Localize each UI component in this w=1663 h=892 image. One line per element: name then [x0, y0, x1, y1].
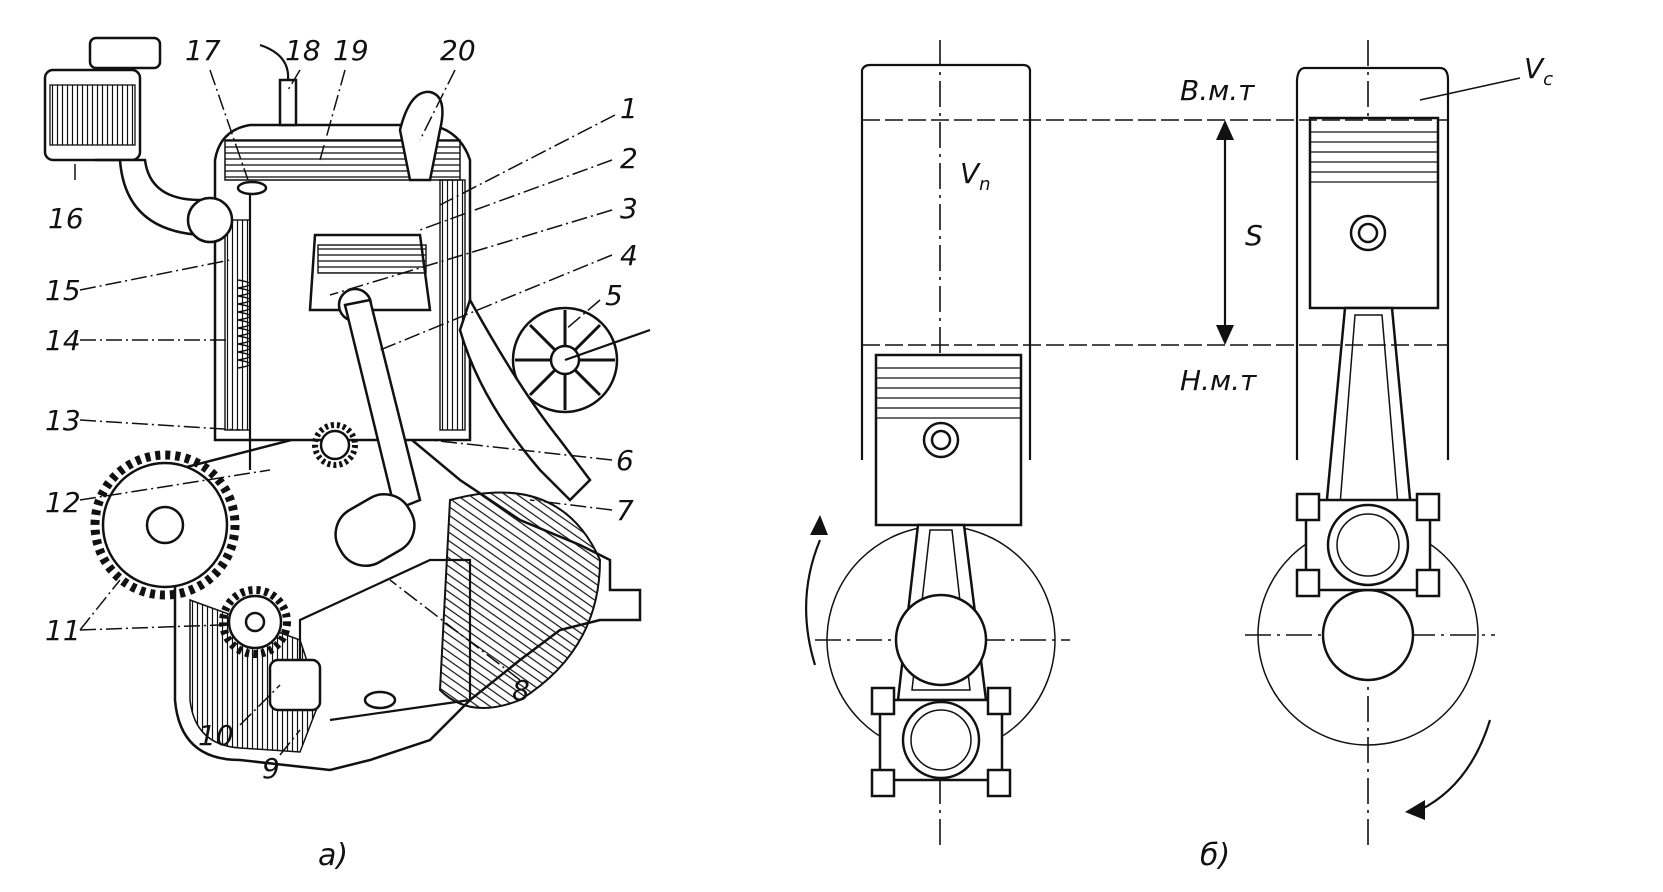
callout-3: 3: [620, 192, 638, 225]
left-rotation-arc: [805, 539, 822, 666]
oil-line: [298, 558, 472, 722]
right-big-end-bore: [1326, 503, 1410, 587]
cam-gear: [319, 429, 351, 461]
spark-plug: [278, 78, 298, 127]
callout-5: 5: [605, 279, 623, 312]
cylinder-wall-right: [439, 179, 466, 431]
leader-lines: [74, 69, 616, 756]
fan-shaft: [564, 328, 651, 362]
piston-rings: [317, 244, 427, 274]
callout-17: 17: [185, 34, 221, 67]
cam-gear-teeth: [312, 422, 358, 468]
crankcase-shading: [189, 598, 321, 753]
right-piston: [1308, 116, 1440, 310]
callout-20: 20: [440, 34, 476, 67]
tdc-label: В.м.т: [1180, 74, 1255, 107]
cylinder-wall-left: [224, 219, 251, 431]
left-big-end-bore: [901, 700, 981, 780]
fan-support-arm: [458, 296, 592, 502]
callout-16: 16: [48, 202, 84, 235]
connecting-rod: [343, 298, 422, 512]
callout-12: 12: [45, 486, 81, 519]
panel-a-caption: а): [318, 838, 348, 873]
stroke-arrow-top: [1216, 120, 1234, 140]
panel-b-caption: б): [1200, 838, 1230, 873]
right-rotation-arc: [1419, 719, 1492, 811]
callout-7: 7: [616, 494, 634, 527]
valve-spring: [237, 279, 251, 369]
callout-18: 18: [285, 34, 321, 67]
right-bolt-bl: [1295, 568, 1321, 598]
left-bolt-bl: [870, 768, 896, 798]
combustion-volume-symbol: V: [1524, 52, 1545, 85]
left-bolt-br: [986, 768, 1012, 798]
swept-volume-subscript: n: [979, 174, 990, 195]
callout-8: 8: [512, 674, 530, 707]
right-bolt-tl: [1295, 492, 1321, 522]
stroke-label: S: [1245, 219, 1263, 252]
right-rotation-arrowhead: [1405, 800, 1425, 820]
right-crank-journal: [1321, 588, 1415, 682]
vc-leader: [1419, 77, 1521, 101]
swept-volume-symbol: V: [960, 157, 981, 190]
callout-9: 9: [262, 752, 280, 785]
left-piston-rings: [876, 367, 1021, 419]
callout-1: 1: [620, 92, 638, 125]
left-big-end-inner: [910, 709, 972, 771]
swept-volume-label: Vn: [960, 157, 991, 195]
callout-10: 10: [198, 719, 234, 752]
left-bolt-tr: [986, 686, 1012, 716]
carburetor-shading: [49, 84, 136, 146]
callout-4: 4: [620, 239, 638, 272]
intake-port: [186, 196, 234, 244]
left-bolt-tl: [870, 686, 896, 716]
right-connecting-rod: [1323, 306, 1414, 522]
panel-b-schematic: В.м.т Н.м.т S Vn Vc б): [805, 40, 1553, 873]
bdc-label: Н.м.т: [1180, 364, 1257, 397]
callout-11: 11: [45, 614, 81, 647]
combustion-volume-label: Vc: [1524, 52, 1553, 90]
right-cylinder: [1245, 40, 1495, 850]
right-piston-pin-inner: [1357, 222, 1379, 244]
stroke-arrow-bottom: [1216, 325, 1234, 345]
small-gear-teeth: [219, 586, 291, 658]
callout-13: 13: [45, 404, 81, 437]
combustion-volume-subscript: c: [1543, 69, 1553, 90]
large-gear-teeth: [90, 450, 240, 600]
exhaust-pipe: [398, 90, 444, 182]
right-bolt-br: [1415, 568, 1441, 598]
crank-pin: [334, 493, 416, 567]
carburetor-flange: [88, 36, 162, 70]
intake-manifold: [95, 158, 202, 237]
callout-2: 2: [620, 142, 638, 175]
callout-14: 14: [45, 324, 81, 357]
small-gear-hub: [244, 611, 266, 633]
large-gear-hub: [145, 505, 185, 545]
callout-15: 15: [45, 274, 81, 307]
spark-plug-wire: [259, 43, 290, 81]
left-crank-journal: [894, 593, 988, 687]
callout-6: 6: [616, 444, 634, 477]
callout-19: 19: [333, 34, 369, 67]
left-cylinder-head: [860, 63, 1032, 120]
panel-a-callouts: 1 2 3 4 5 6 7 8 9 10 11 12 13 14 15 16 1…: [45, 34, 638, 785]
panel-a-engine-cutaway: 1 2 3 4 5 6 7 8 9 10 11 12 13 14 15 16 1…: [43, 34, 651, 873]
right-big-end-inner: [1336, 513, 1400, 577]
left-rotation-arrowhead: [810, 515, 828, 535]
left-cylinder: [805, 40, 1070, 850]
right-bolt-tr: [1415, 492, 1441, 522]
flywheel: [438, 491, 602, 709]
oil-pump: [268, 658, 322, 712]
right-cylinder-head: [1295, 66, 1450, 120]
right-piston-rings: [1310, 131, 1438, 183]
left-piston-pin-inner: [930, 429, 952, 451]
valve-head: [236, 180, 268, 196]
drain-plug: [363, 690, 397, 710]
